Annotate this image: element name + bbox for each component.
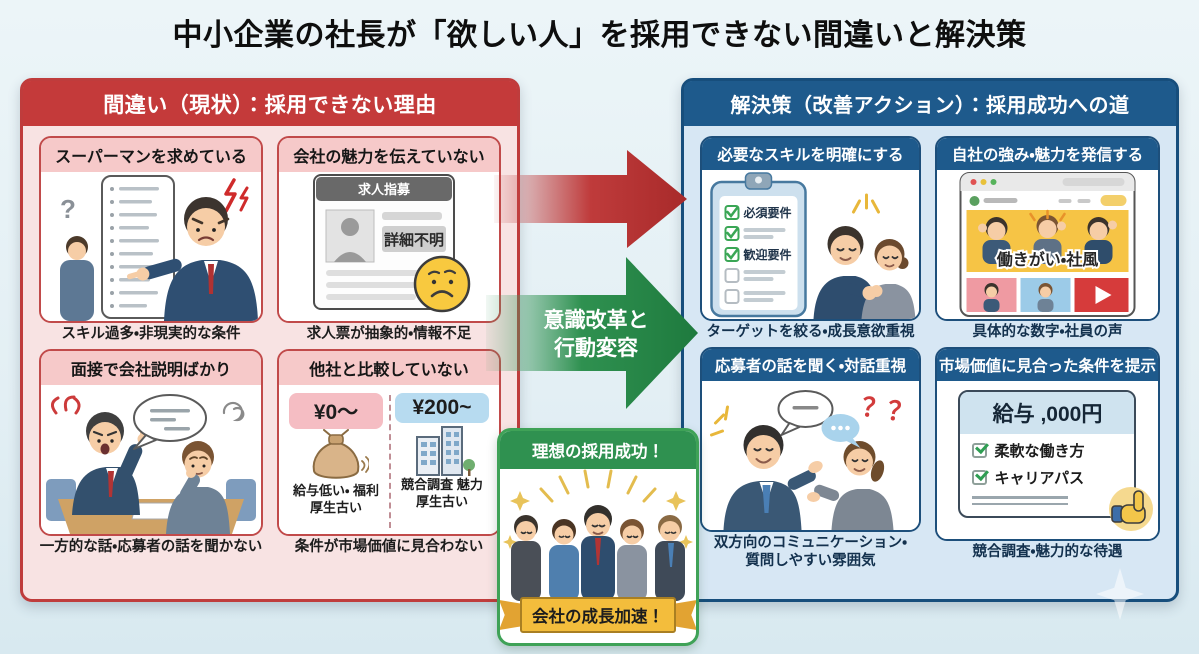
card-listen-dialogue: 応募者の話を聞く・対話重視 (700, 347, 921, 570)
interview-monologue-illustration (46, 394, 256, 535)
svg-text:歓迎要件: 歓迎要件 (742, 247, 791, 262)
solutions-grid: 必要なスキルを明確にする 必須要件 (684, 126, 1176, 570)
benefit-career-path: キャリアパス (994, 470, 1085, 488)
check-icon (972, 443, 988, 459)
card-no-appeal: 会社の魅力を伝えていない 求人指募 詳細不明 (277, 136, 501, 343)
page-title: 中小企業の社長が「欲しい人」を採用できない間違いと解決策 (172, 19, 1027, 52)
card-one-sided-interview-caption: 一方的な話・応募者の話を聞かない (39, 539, 263, 556)
mistakes-panel: 間違い（現状）：採用できない理由 スーパーマンを求めている ? (20, 78, 520, 602)
own-salary-label: 給与低い・ 福利厚生古い (292, 483, 380, 515)
ideal-hiring-header: 理想の採用成功！ (500, 431, 696, 469)
card-no-appeal-title: 会社の魅力を伝えていない (279, 138, 499, 172)
office-buildings-icon (416, 426, 475, 477)
change-arrow: 意識改革と 行動変容 (486, 257, 698, 409)
rival-salary-tag: ¥200~ (395, 393, 489, 424)
check-icon (972, 470, 988, 486)
mistake-arrow (494, 150, 687, 248)
svg-text:働きがい・社風: 働きがい・社風 (996, 250, 1098, 269)
vague-job-posting-illustration: 求人指募 詳細不明 (313, 174, 471, 313)
money-bag-icon (312, 429, 369, 480)
salary-comparison: ¥0〜 給与低い・ 福利厚生古い (279, 385, 499, 534)
solutions-panel-header: 解決策（改善アクション）：採用成功への道 (684, 81, 1176, 126)
solutions-panel: 解決策（改善アクション）：採用成功への道 必要なスキルを明確にする (681, 78, 1179, 602)
happy-team-illustration (503, 469, 693, 601)
card-superman-caption: スキル過多・非現実的な条件 (61, 326, 241, 342)
card-one-sided-interview: 面接で会社説明ばかり (39, 349, 263, 556)
divider (389, 395, 391, 529)
card-clarify-skills-title: 必要なスキルを明確にする (702, 138, 919, 170)
svg-text:?: ? (60, 194, 76, 224)
card-clarify-skills-caption: ターゲットを絞る・成長意欲重視 (706, 324, 915, 340)
card-no-appeal-caption: 求人票が抽象的・情報不足 (306, 326, 472, 342)
card-one-sided-interview-title: 面接で会社説明ばかり (41, 351, 261, 386)
card-broadcast-strengths-caption: 具体的な数字・社員の声 (972, 324, 1123, 340)
text-lines (972, 496, 1122, 506)
card-market-offer-caption: 競合調査・魅力的な待遇 (972, 544, 1123, 561)
angry-boss-checklist-illustration: ? (60, 175, 258, 321)
card-market-offer-title: 市場価値に見合った条件を提示 (936, 349, 1158, 382)
card-market-offer: 市場価値に見合った条件を提示 給与 ,000円 柔軟な働き方 キャリアパス (934, 347, 1160, 570)
company-website-illustration: 働きがい・社風 (959, 172, 1136, 317)
card-listen-dialogue-title: 応募者の話を聞く・対話重視 (702, 349, 919, 382)
card-listen-dialogue-caption: 双方向のコミュニケーション・ 質問しやすい雰囲気 (713, 535, 908, 569)
card-superman: スーパーマンを求めている ? (39, 136, 263, 343)
svg-text:意識改革と: 意識改革と (544, 308, 649, 332)
svg-text:？？: ？？ (860, 392, 916, 429)
svg-text:求人指募: 求人指募 (358, 182, 411, 197)
salary-amount: 給与 ,000円 (960, 392, 1135, 435)
svg-text:必須要件: 必須要件 (742, 205, 791, 220)
mistakes-panel-header: 間違い（現状）：採用できない理由 (23, 81, 517, 126)
ideal-hiring-box: 理想の採用成功！ (497, 428, 699, 646)
card-broadcast-strengths-title: 自社の強み・魅力を発信する (936, 138, 1158, 170)
card-no-comparison: 他社と比較していない ¥0〜 (277, 349, 501, 556)
rival-salary-label: 競合調査 魅力厚生古い (401, 477, 483, 509)
own-salary-tag: ¥0〜 (289, 393, 383, 430)
card-clarify-skills: 必要なスキルを明確にする 必須要件 (700, 136, 921, 341)
card-superman-title: スーパーマンを求めている (41, 138, 261, 172)
offer-sheet: 給与 ,000円 柔軟な働き方 キャリアパス (958, 390, 1137, 519)
requirements-checklist-illustration: 必須要件 歓迎要件 (710, 172, 916, 319)
svg-text:行動変容: 行動変容 (553, 336, 638, 360)
mistakes-grid: スーパーマンを求めている ? (23, 126, 517, 557)
card-broadcast-strengths: 自社の強み・魅力を発信する (934, 136, 1160, 341)
benefit-flexible-work: 柔軟な働き方 (994, 443, 1085, 461)
two-way-conversation-illustration: ？？ (709, 390, 916, 531)
card-no-comparison-caption: 条件が市場価値に見合わない (294, 539, 484, 556)
thumbs-up-icon (1109, 487, 1153, 532)
svg-text:詳細不明: 詳細不明 (384, 231, 444, 249)
growth-banner-text: 会社の成長加速！ (520, 597, 676, 633)
growth-banner: 会社の成長加速！ (500, 597, 696, 633)
card-no-comparison-title: 他社と比較していない (279, 351, 499, 386)
